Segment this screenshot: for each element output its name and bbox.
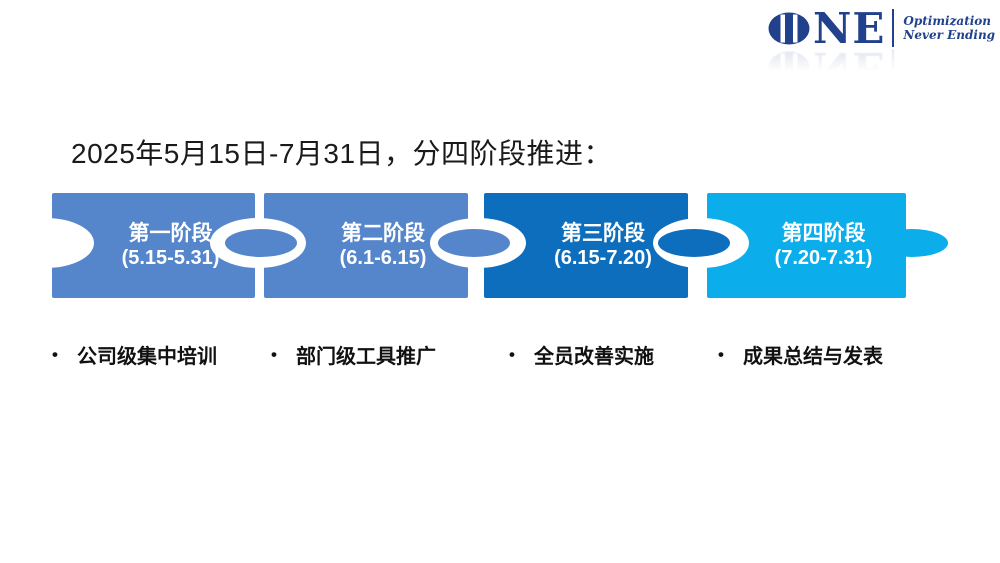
phase4-name: 第四阶段 (781, 222, 866, 245)
slide-title: 2025年5月15日-7月31日，分四阶段推进： (71, 138, 613, 169)
phase4-bullet-item: • 成果总结与发表 (718, 340, 883, 369)
phase1-dates: (5.15-5.31) (121, 247, 220, 269)
bullet-marker: • (509, 344, 515, 364)
phase2-dates: (6.1-6.15) (339, 247, 427, 269)
phase4-piece (707, 193, 906, 298)
logo-wordmark: NE (813, 3, 886, 53)
bullet-marker: • (52, 344, 58, 364)
phase1-notch (0, 218, 94, 268)
phase1-name: 第一阶段 (128, 222, 213, 245)
logo-o-glyph (768, 12, 810, 44)
phase3-dates: (6.15-7.20) (554, 247, 652, 269)
phase2-label: 第二阶段 (6.1-6.15) (298, 196, 468, 296)
logo-divider (892, 9, 895, 47)
logo-tagline-line1: Optimization (903, 14, 992, 28)
phase1-bullet-text: 公司级集中培训 (76, 346, 217, 368)
phase2-bullet-item: • 部门级工具推广 (271, 340, 436, 369)
bullet-marker: • (718, 344, 724, 364)
phase2-piece (264, 193, 468, 298)
bullet-marker: • (271, 344, 277, 364)
company-logo: NE Optimization Never Ending NE (768, 3, 995, 93)
phase1-piece (52, 193, 255, 298)
phase3-label: 第三阶段 (6.15-7.20) (518, 196, 688, 296)
logo-main: NE Optimization Never Ending (768, 3, 995, 53)
phase1-tab (225, 229, 297, 257)
phase4-tab (876, 229, 948, 257)
phase3-bullet-text: 全员改善实施 (533, 346, 654, 368)
phase1-bullet-item: • 公司级集中培训 (52, 340, 217, 369)
phase2-tab (438, 229, 510, 257)
phase3-bullet-item: • 全员改善实施 (509, 340, 654, 369)
logo-o-glyph-reflection (768, 52, 810, 84)
phase-band (0, 193, 948, 298)
logo-reflection: NE (768, 43, 995, 93)
phase3-tab (658, 229, 730, 257)
phase3-piece (484, 193, 688, 298)
logo-tagline: Optimization Never Ending (903, 14, 995, 42)
phase2-bullet-text: 部门级工具推广 (295, 346, 436, 368)
logo-wordmark-reflection: NE (813, 43, 886, 93)
phase3-name: 第三阶段 (561, 222, 645, 245)
phase2-name: 第二阶段 (341, 222, 425, 245)
logo-tagline-line2: Never Ending (903, 28, 996, 42)
phase4-dates: (7.20-7.31) (774, 247, 873, 269)
phase4-label: 第四阶段 (7.20-7.31) (741, 196, 906, 296)
phase1-label: 第一阶段 (5.15-5.31) (86, 196, 255, 296)
logo-divider-reflection (892, 49, 895, 87)
phase4-bullet-text: 成果总结与发表 (742, 346, 883, 368)
